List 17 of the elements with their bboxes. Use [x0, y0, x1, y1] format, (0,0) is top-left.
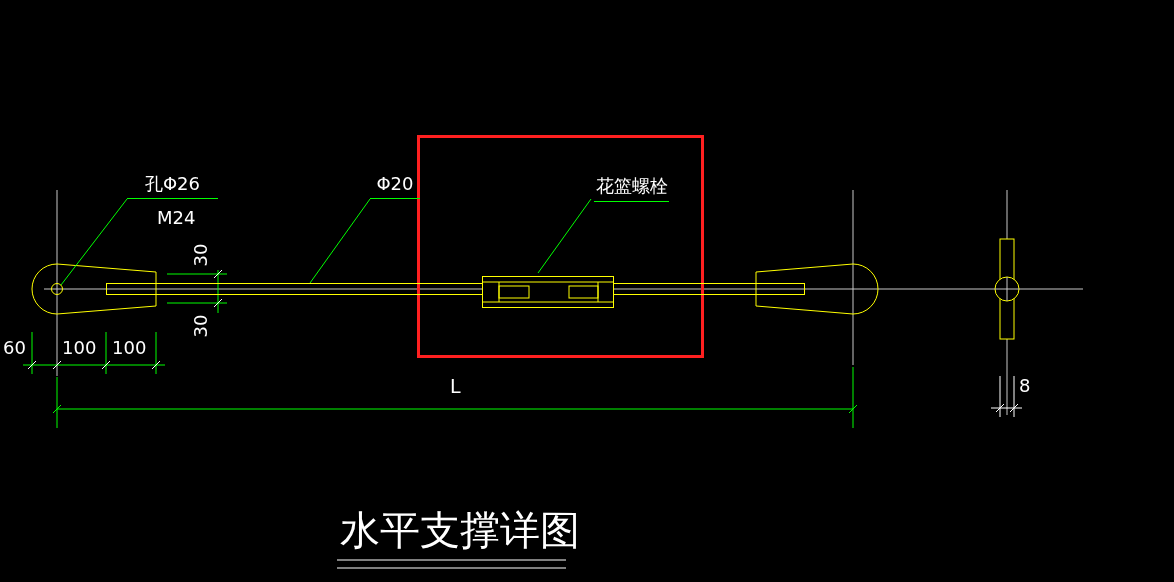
dimension-text: 100	[112, 339, 147, 357]
dimension-text: 60	[3, 339, 26, 357]
dimension-text: 100	[62, 339, 97, 357]
leader-line	[309, 198, 371, 284]
callout-text: M24	[157, 209, 196, 227]
dimension-text: 8	[1019, 377, 1031, 395]
callout-label: Φ20	[370, 170, 420, 199]
highlight-frame	[417, 135, 704, 358]
dimension-text: 30	[192, 314, 211, 338]
turnbuckle	[482, 276, 614, 308]
callout-label: 花篮螺栓	[594, 171, 669, 202]
leader-line	[60, 198, 128, 286]
dimension-text: 30	[192, 243, 211, 267]
dimension-text: L	[450, 377, 461, 396]
callout-label: 孔Φ26	[127, 170, 218, 199]
leader-line	[537, 198, 592, 274]
drawing-title: 水平支撑详图	[340, 510, 580, 550]
